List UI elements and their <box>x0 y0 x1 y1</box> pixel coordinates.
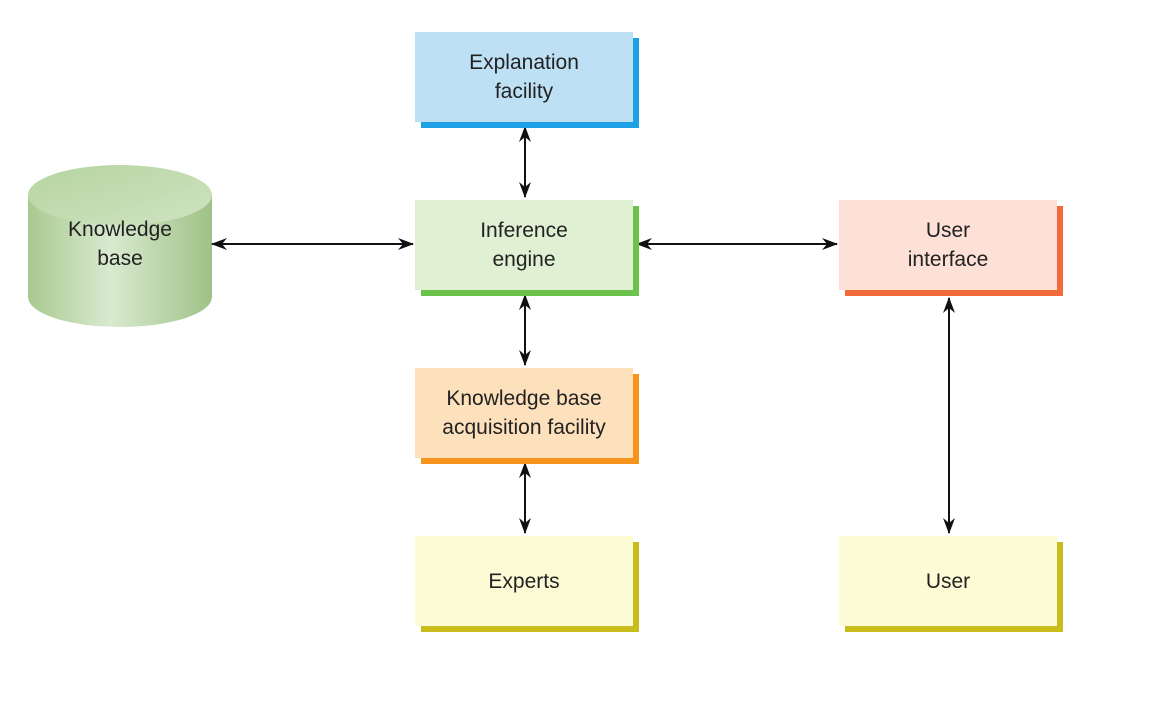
explanation-facility-box: Explanation facility <box>415 32 639 128</box>
knowledge-acquisition-box: Knowledge base acquisition facility <box>415 368 639 464</box>
knowledge-base-cylinder <box>28 165 212 327</box>
knowledge-base-label: Knowledge base <box>68 218 172 270</box>
experts-label: Experts <box>488 569 560 593</box>
explanation-facility-label: Explanation facility <box>469 51 579 103</box>
inference-engine-label: Inference engine <box>480 219 568 271</box>
user-box: User <box>839 536 1063 632</box>
user-label: User <box>925 569 971 593</box>
user-interface-box: User interface <box>839 200 1063 296</box>
user-interface-label: User interface <box>907 219 989 271</box>
experts-box: Experts <box>415 536 639 632</box>
knowledge-acquisition-label: Knowledge base acquisition facility <box>442 387 606 439</box>
inference-engine-box: Inference engine <box>415 200 639 296</box>
